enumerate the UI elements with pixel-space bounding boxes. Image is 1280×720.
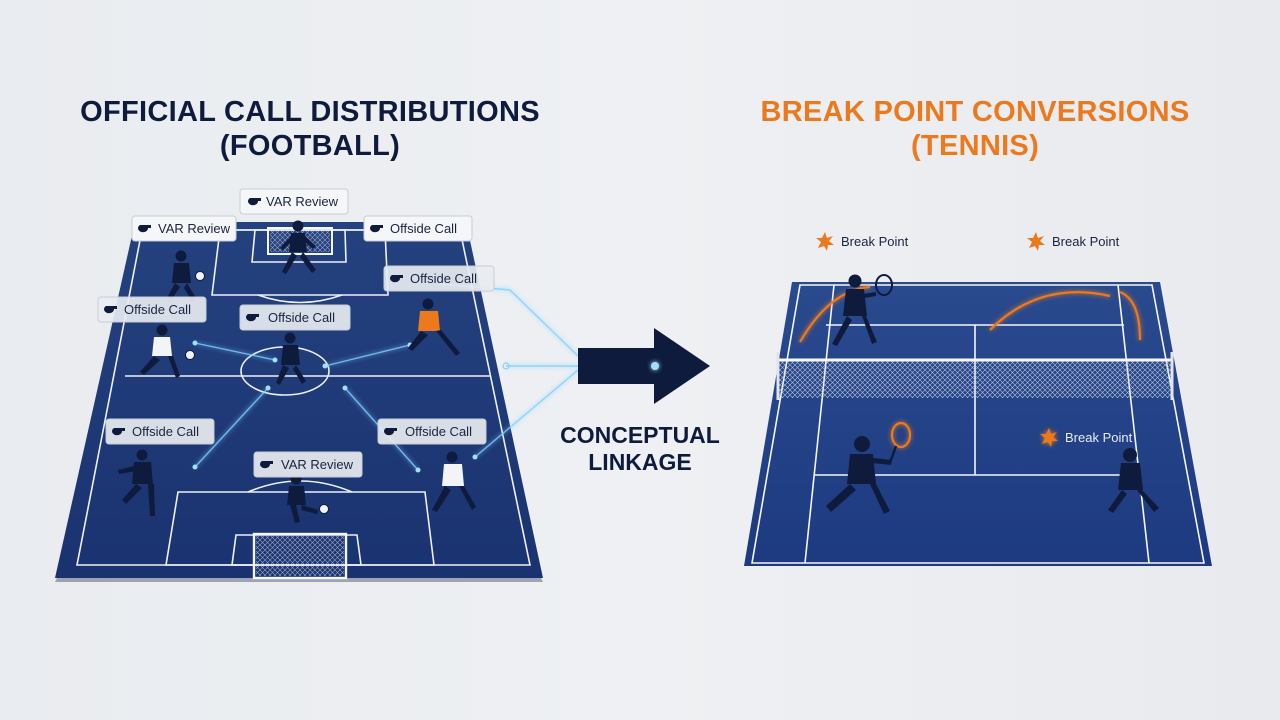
break-point-right-label: Break Point [1052,234,1120,249]
tennis-title-line2: (TENNIS) [910,130,1040,162]
break-point-court-label: Break Point [1065,430,1133,445]
callout-offside-left-upper-label: Offside Call [124,302,191,317]
whistle-icon [104,306,117,314]
callout-offside-center[interactable]: Offside Call [239,304,351,331]
tennis-title: BREAK POINT CONVERSIONS (TENNIS) [740,95,1210,163]
court-outer-line [751,284,1205,564]
callout-var-bottom[interactable]: VAR Review [253,451,363,478]
callout-var-top-label: VAR Review [266,194,339,209]
linkage-arrow [578,328,710,404]
callout-offside-left-upper[interactable]: Offside Call [97,296,207,323]
tennis-title-line1: BREAK POINT CONVERSIONS [760,96,1190,128]
player-left-mid [140,324,195,378]
break-point-marker-left: Break Point [816,232,909,251]
whistle-icon [248,198,261,206]
whistle-icon [260,461,273,469]
whistle-icon [390,275,403,283]
tennis-player-near-left [826,421,912,514]
break-point-left-label: Break Point [841,234,909,249]
callout-var-top[interactable]: VAR Review [239,188,349,215]
linkage-line1: CONCEPTUAL [560,422,720,448]
player-left-low [118,449,155,516]
callout-offside-top-right[interactable]: Offside Call [363,215,473,242]
whistle-icon [112,428,125,436]
bottom-goal [252,532,348,580]
callout-var-left[interactable]: VAR Review [131,215,237,242]
callout-offside-right-upper[interactable]: Offside Call [383,265,495,292]
bottom-penalty-box [165,491,435,566]
callout-offside-right-upper-label: Offside Call [410,271,477,286]
whistle-icon [246,314,259,322]
football-players [118,220,476,523]
football-title: OFFICIAL CALL DISTRIBUTIONS (FOOTBALL) [40,95,580,163]
right-singles-line [1117,284,1150,564]
callout-offside-right-lower-label: Offside Call [405,424,472,439]
tennis-player-far-left [832,274,893,346]
callout-offside-center-label: Offside Call [268,310,335,325]
break-point-marker-court: Break Point [1040,428,1133,447]
callout-offside-left-lower-label: Offside Call [132,424,199,439]
linkage-line2: LINKAGE [588,449,692,475]
callout-offside-left-lower[interactable]: Offside Call [105,418,215,445]
break-point-arcs [799,285,1142,343]
whistle-icon [138,225,151,233]
player-right-low [432,451,476,512]
callout-var-left-label: VAR Review [158,221,231,236]
player-center [276,332,306,385]
player-bottom-center [287,473,329,523]
tennis-court [744,274,1212,566]
callout-offside-top-right-label: Offside Call [390,221,457,236]
top-penalty-arc [257,294,343,304]
starburst-icon [816,232,834,251]
tennis-net [776,352,1174,400]
conceptual-linkage-label: CONCEPTUAL LINKAGE [540,422,740,476]
callout-var-bottom-label: VAR Review [281,457,354,472]
starburst-icon [1040,428,1058,447]
whistle-icon [370,225,383,233]
football-title-line2: (FOOTBALL) [219,130,401,162]
player-goalkeeper-top [280,220,316,274]
callout-offside-right-lower[interactable]: Offside Call [377,418,487,445]
tennis-player-near-right [1108,448,1159,513]
player-right-orange [408,298,460,356]
left-singles-line [804,284,835,564]
starburst-icon [1027,232,1045,251]
whistle-icon [384,428,397,436]
break-point-marker-right: Break Point [1027,232,1120,251]
football-title-line1: OFFICIAL CALL DISTRIBUTIONS [80,96,540,128]
